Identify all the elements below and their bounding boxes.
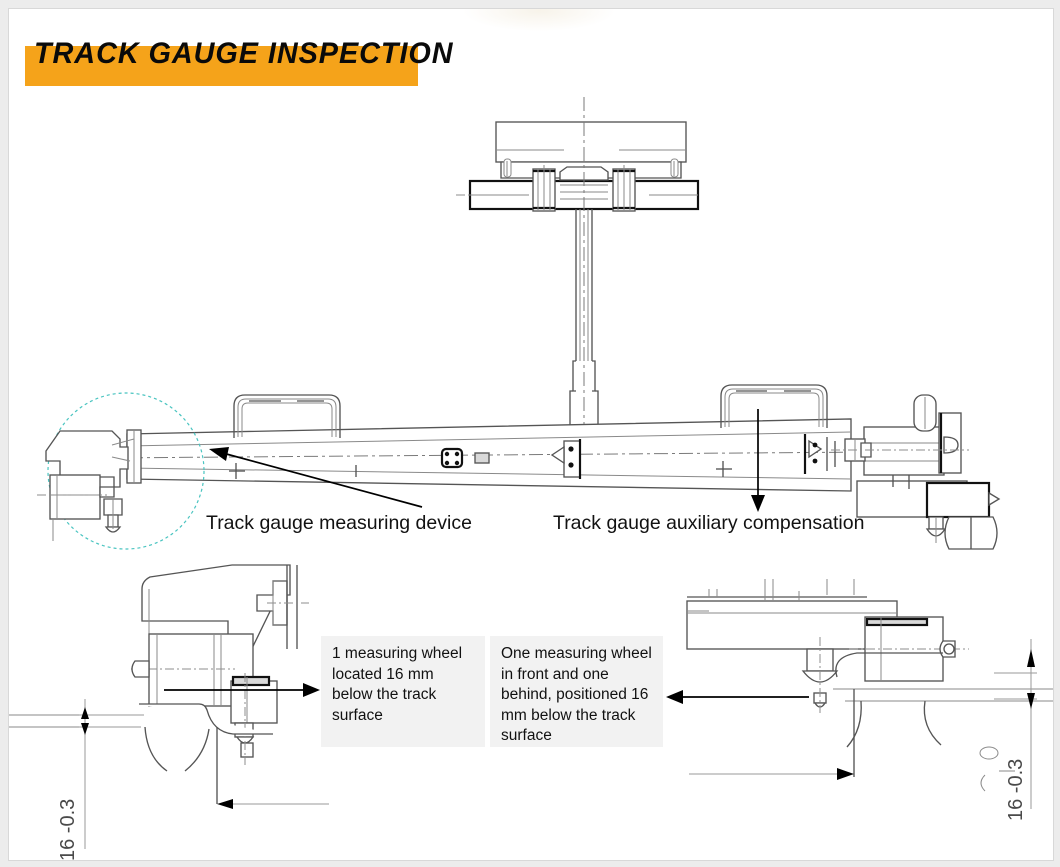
main-beam (103, 384, 870, 492)
document-sheet: TRACK GAUGE INSPECTION (8, 8, 1054, 861)
left-dimension-leader (79, 699, 144, 849)
title-banner (25, 46, 418, 86)
callout-label-auxiliary-compensation: Track gauge auxiliary compensation (553, 512, 865, 534)
page-title: TRACK GAUGE INSPECTION (34, 37, 454, 70)
right-dimension-leader (994, 639, 1037, 809)
right-dimension-text: 16 -0.3 (1005, 758, 1027, 821)
left-dimension-text: 16 -0.3 (57, 798, 79, 861)
right-end-assembly (831, 394, 1001, 550)
detail-view-left (9, 564, 329, 809)
note-box-right: One measuring wheel in front and one beh… (490, 636, 663, 747)
mast-clamp-left (532, 165, 556, 212)
callout-arrow-measuring-device (209, 447, 423, 508)
callout-label-measuring-device: Track gauge measuring device (206, 512, 472, 534)
handle-bracket-right (720, 384, 828, 428)
callout-arrow-auxiliary (751, 409, 765, 512)
misc-detail-marks (979, 746, 1015, 792)
beam-center-detail (440, 434, 836, 479)
handle-bracket-left (233, 394, 341, 438)
main-assembly-view (9, 97, 1053, 849)
detail-view-right (666, 579, 1053, 780)
note-box-left: 1 measuring wheel located 16 mm below th… (321, 636, 485, 747)
left-measuring-assembly (37, 392, 205, 550)
mast-clamp-right (612, 165, 636, 212)
beam-reference-marks (229, 461, 732, 479)
page-watermark (464, 9, 614, 31)
mast-column (456, 97, 700, 459)
